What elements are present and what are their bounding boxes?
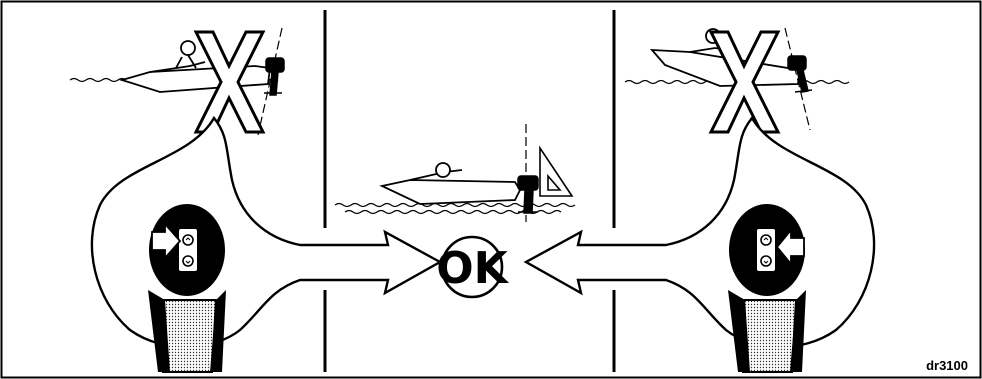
callout-bubble-left xyxy=(90,115,443,349)
outboard-motor-center xyxy=(517,175,539,214)
ok-label: OK xyxy=(436,243,509,294)
trim-switch-right xyxy=(728,204,806,373)
boat-level xyxy=(379,162,522,205)
panel-dividers xyxy=(323,10,616,372)
ok-badge xyxy=(440,235,504,299)
trim-reference-left xyxy=(257,27,283,136)
incorrect-x-left xyxy=(193,30,266,134)
center-panel: OK xyxy=(334,124,576,299)
right-panel xyxy=(523,27,876,373)
figure-id: dr3100 xyxy=(926,358,968,373)
incorrect-x-right xyxy=(708,30,781,134)
trim-reference-right xyxy=(784,27,811,131)
press-arrow-right xyxy=(775,227,805,267)
water-line-center xyxy=(334,202,576,208)
set-square xyxy=(539,145,574,197)
press-arrow-left xyxy=(151,221,182,261)
left-panel xyxy=(69,27,443,373)
callout-bubble-right xyxy=(523,115,876,349)
outboard-motor-right xyxy=(787,55,813,93)
